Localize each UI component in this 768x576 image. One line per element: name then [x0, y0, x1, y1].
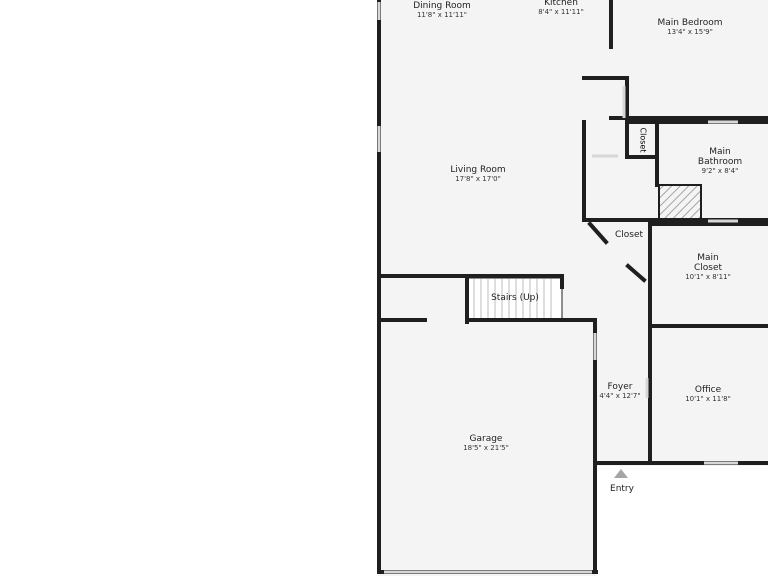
- garage-dims: 18'5" x 21'5": [463, 444, 509, 452]
- office-label: Office 10'1" x 11'8": [672, 385, 744, 404]
- main-bedroom-name: Main Bedroom: [657, 18, 723, 28]
- foyer-label: Foyer 4'4" x 12'7": [596, 382, 644, 401]
- main-bedroom-label: Main Bedroom 13'4" x 15'9": [640, 18, 740, 37]
- hall-closet-label: Closet: [606, 230, 652, 240]
- main-closet-name: Main Closet: [693, 253, 723, 273]
- garage-label: Garage 18'5" x 21'5": [446, 434, 526, 453]
- main-bathroom-label: Main Bathroom 9'2" x 8'4": [682, 147, 758, 176]
- shower: [658, 184, 702, 220]
- living-room-name: Living Room: [450, 165, 506, 175]
- stairs-name: Stairs (Up): [491, 293, 539, 303]
- kitchen-name: Kitchen: [544, 0, 578, 8]
- main-closet-dims: 10'1" x 8'11": [685, 273, 731, 281]
- stairs-label: Stairs (Up): [482, 293, 548, 303]
- living-room-dims: 17'8" x 17'0": [455, 175, 501, 183]
- small-closet-label: Closet: [636, 124, 650, 156]
- garage-name: Garage: [469, 434, 503, 444]
- main-bedroom-dims: 13'4" x 15'9": [667, 28, 713, 36]
- small-closet-name: Closet: [638, 127, 648, 153]
- office-name: Office: [694, 385, 722, 395]
- dining-room-label: Dining Room 11'8" x 11'11": [392, 1, 492, 20]
- hall-closet-name: Closet: [614, 230, 644, 240]
- windows: [377, 2, 738, 574]
- entry-arrow-icon: [614, 469, 628, 478]
- foyer-dims: 4'4" x 12'7": [599, 392, 641, 400]
- kitchen-label: Kitchen 8'4" x 11'11": [520, 0, 602, 17]
- foyer-name: Foyer: [607, 382, 633, 392]
- main-bathroom-name: Main Bathroom: [697, 147, 743, 167]
- walls: [377, 0, 768, 574]
- kitchen-dims: 8'4" x 11'11": [538, 8, 584, 16]
- living-room-label: Living Room 17'8" x 17'0": [430, 165, 526, 184]
- stairs: [466, 277, 563, 321]
- dining-room-dims: 11'8" x 11'11": [416, 11, 468, 19]
- entry-name: Entry: [610, 484, 634, 494]
- dining-room-name: Dining Room: [413, 1, 471, 11]
- main-closet-label: Main Closet 10'1" x 8'11": [672, 253, 744, 282]
- entry-label: Entry: [600, 484, 644, 494]
- main-bathroom-dims: 9'2" x 8'4": [701, 167, 739, 175]
- office-dims: 10'1" x 11'8": [685, 395, 731, 403]
